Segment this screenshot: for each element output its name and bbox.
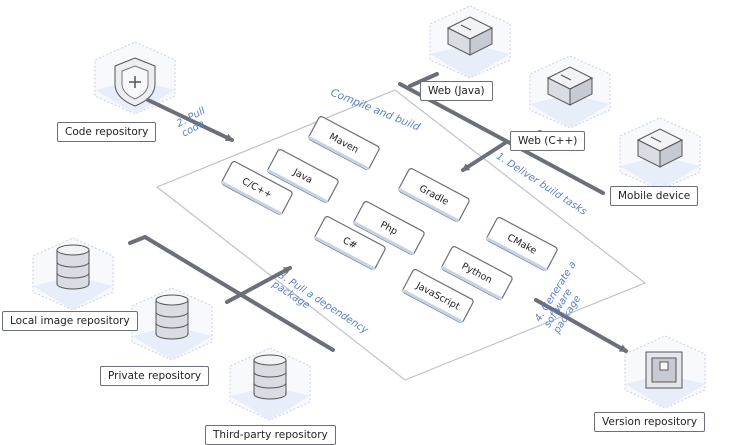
- web-cpp-label: Web (C++): [510, 131, 586, 151]
- server-icon: [446, 16, 494, 56]
- private-repository-label: Private repository: [100, 366, 210, 386]
- tool-cmake: CMake: [485, 217, 558, 272]
- tool-python: Python: [440, 246, 513, 301]
- database-icon: [56, 244, 90, 290]
- connector-lines: [128, 72, 628, 353]
- device-icon: [636, 128, 684, 168]
- mobile-device-label: Mobile device: [610, 186, 699, 206]
- tool-java: Java: [266, 149, 339, 204]
- web-java-label: Web (Java): [420, 81, 493, 101]
- tool-c-c-: C/C++: [220, 161, 293, 216]
- third-party-repository-label: Third-party repository: [205, 425, 336, 445]
- database-icon: [155, 294, 189, 340]
- tool-maven: Maven: [307, 116, 380, 171]
- tool-php: Php: [352, 201, 425, 256]
- database-icon: [253, 354, 287, 400]
- generate-package-arrow: [534, 298, 628, 353]
- private-repo-line: [225, 266, 292, 304]
- server-icon: [546, 66, 594, 106]
- pull-code-arrow: [146, 98, 234, 142]
- tool-gradle: Gradle: [397, 168, 470, 223]
- web-java-line: [408, 72, 439, 88]
- code-repository-label: Code repository: [57, 122, 157, 142]
- version-repository-label: Version repository: [594, 412, 706, 432]
- local-image-line: [128, 234, 335, 352]
- deliver-tasks-arrow: [398, 82, 605, 195]
- shield-icon: [114, 57, 156, 107]
- tool-c-: C#: [313, 216, 386, 271]
- package-icon: [645, 351, 683, 389]
- local-image-repository-label: Local image repository: [2, 311, 138, 331]
